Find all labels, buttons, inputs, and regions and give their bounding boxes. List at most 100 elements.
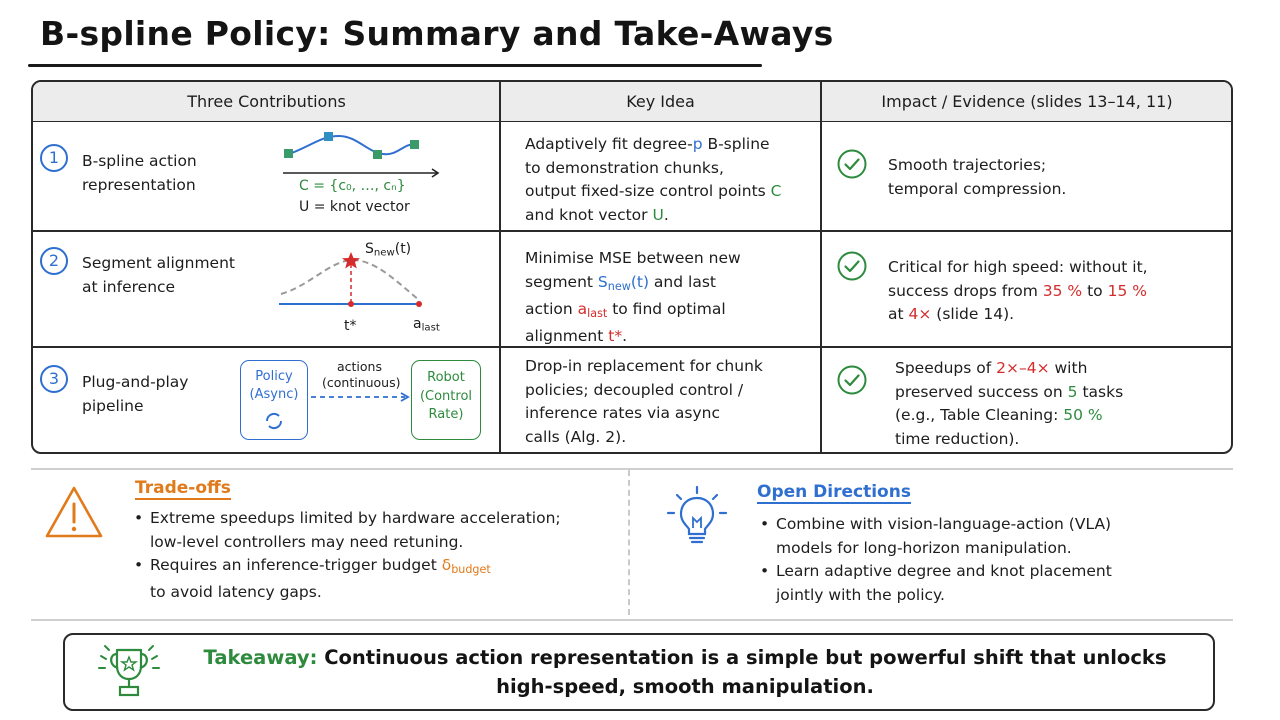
text-span: alignment [525, 327, 609, 346]
takeaway-box [63, 633, 1215, 711]
dashed-arrow [311, 392, 410, 402]
lightbulb-icon [666, 485, 728, 544]
knot-vector-label: U = knot vector [299, 199, 410, 215]
robot-line: Rate) [428, 407, 464, 422]
control-point [410, 140, 419, 149]
delta-budget-symbol: δbudget [441, 556, 491, 576]
speedup-value: 2×–4× [996, 359, 1050, 377]
key-idea-line: inference rates via async [525, 404, 720, 422]
text-span: (t) [630, 272, 649, 291]
key-idea-line: Adaptively fit degree-p B-spline [525, 133, 815, 157]
tradeoff-item: Extreme speedups limited by hardware acc… [132, 507, 612, 554]
snew-label: Snew(t) [365, 241, 411, 259]
success-after-value: 15 % [1107, 281, 1147, 300]
bullet-line: Requires an inference-trigger budget δbu… [150, 554, 612, 581]
text-span: to find optimal [607, 299, 726, 318]
refresh-cycle-icon [265, 412, 283, 430]
control-point [373, 150, 382, 159]
key-idea-line: calls (Alg. 2). [525, 427, 627, 446]
impact-line: preserved success on 5 tasks [895, 381, 1225, 405]
impact-line: at 4× (slide 14). [888, 303, 1228, 327]
contribution-line: Plug-and-play [82, 373, 189, 391]
text-span: success drops from [888, 281, 1043, 300]
key-idea-line: to demonstration chunks, [525, 158, 724, 177]
snew-symbol: Snew(t) [597, 272, 649, 293]
title-underline [28, 64, 762, 67]
impact-line: (e.g., Table Cleaning: 50 % [895, 404, 1225, 428]
robot-line: (Control [419, 388, 473, 404]
takeaway-text: Takeaway: Continuous action representati… [185, 643, 1185, 701]
bullet-line: Extreme speedups limited by hardware acc… [150, 509, 561, 527]
success-before-value: 35 % [1042, 281, 1083, 300]
speed-value: 4× [908, 305, 932, 323]
text-span: (t) [394, 241, 412, 257]
direction-item: Combine with vision-language-action (VLA… [758, 513, 1208, 560]
warning-icon [45, 486, 103, 538]
column-divider [499, 82, 501, 452]
tstar-label: t* [344, 318, 357, 334]
bullet-line: models for long-horizon manipulation. [776, 538, 1072, 557]
alast-symbol: alast [578, 300, 608, 320]
takeaway-body: Continuous action representation is a si… [317, 646, 1167, 698]
text-span: . [622, 327, 628, 346]
contribution-line: B-spline action [82, 152, 197, 170]
column-divider-dashed [628, 470, 630, 615]
contribution-line: Segment alignment [82, 254, 235, 272]
impact-2: Critical for high speed: without it, suc… [888, 256, 1228, 327]
key-idea-line: segment Snew(t) and last [525, 271, 815, 298]
impact-line: Speedups of 2×–4× with [895, 357, 1225, 381]
bullet-line: low-level controllers may need retuning. [150, 532, 464, 551]
tradeoffs-title: Trade-offs [135, 478, 231, 500]
key-idea-2: Minimise MSE between new segment Snew(t)… [525, 247, 815, 349]
tstar-symbol: t* [608, 327, 623, 346]
subscript: new [373, 247, 395, 259]
policy-label: Policy (Async) [241, 368, 307, 404]
robot-box: Robot (Control Rate) [411, 360, 481, 440]
contribution-line: at inference [82, 278, 176, 296]
subscript: budget [451, 562, 491, 576]
degree-symbol: p [692, 135, 703, 153]
key-idea-line: alignment t*. [525, 325, 815, 349]
header-contributions: Three Contributions [187, 92, 346, 111]
text-span: δ [441, 556, 452, 574]
impact-line: Smooth trajectories; [888, 156, 1047, 174]
policy-line: Policy [255, 369, 293, 384]
alast-label: alast [413, 316, 440, 334]
row-divider [33, 230, 1231, 232]
subscript: new [607, 279, 631, 293]
policy-line: (Async) [249, 387, 299, 402]
spline-curve [288, 134, 416, 156]
impact-line: Critical for high speed: without it, [888, 258, 1148, 276]
text-span: action [525, 299, 578, 318]
alast-point [416, 301, 422, 307]
key-idea-line: Drop-in replacement for chunk [525, 357, 763, 375]
text-span: to [1082, 281, 1108, 300]
text-span: Adaptively fit degree- [525, 135, 693, 153]
key-idea-3: Drop-in replacement for chunk policies; … [525, 355, 815, 449]
contribution-number-2: 2 [40, 247, 68, 275]
tradeoff-item: Requires an inference-trigger budget δbu… [132, 554, 612, 605]
contribution-line: representation [82, 176, 196, 194]
policy-box: Policy (Async) [240, 360, 308, 440]
text-span: . [663, 205, 669, 224]
tradeoffs-list: Extreme speedups limited by hardware acc… [132, 507, 612, 605]
section-divider [31, 619, 1233, 621]
check-circle-icon [837, 365, 867, 395]
text-span: S [597, 272, 608, 291]
text-span: B-spline [702, 135, 770, 153]
check-circle-icon [837, 149, 867, 179]
contribution-number-3: 3 [40, 365, 68, 393]
trophy-icon [98, 645, 160, 697]
contribution-title-1: B-spline action representation [82, 149, 197, 197]
impact-line: time reduction). [895, 429, 1020, 448]
new-segment-curve [280, 258, 420, 301]
text-span: at [888, 305, 909, 323]
control-point [284, 149, 293, 158]
direction-item: Learn adaptive degree and knot placement… [758, 560, 1208, 607]
bullet-line: to avoid latency gaps. [150, 583, 322, 602]
text-span: (slide 14). [931, 305, 1015, 323]
task-count-value: 5 [1067, 382, 1078, 401]
text-span: S [365, 241, 374, 257]
control-points-text: C = {c₀, …, cₙ} [299, 178, 406, 194]
text-span: preserved success on [895, 382, 1068, 401]
